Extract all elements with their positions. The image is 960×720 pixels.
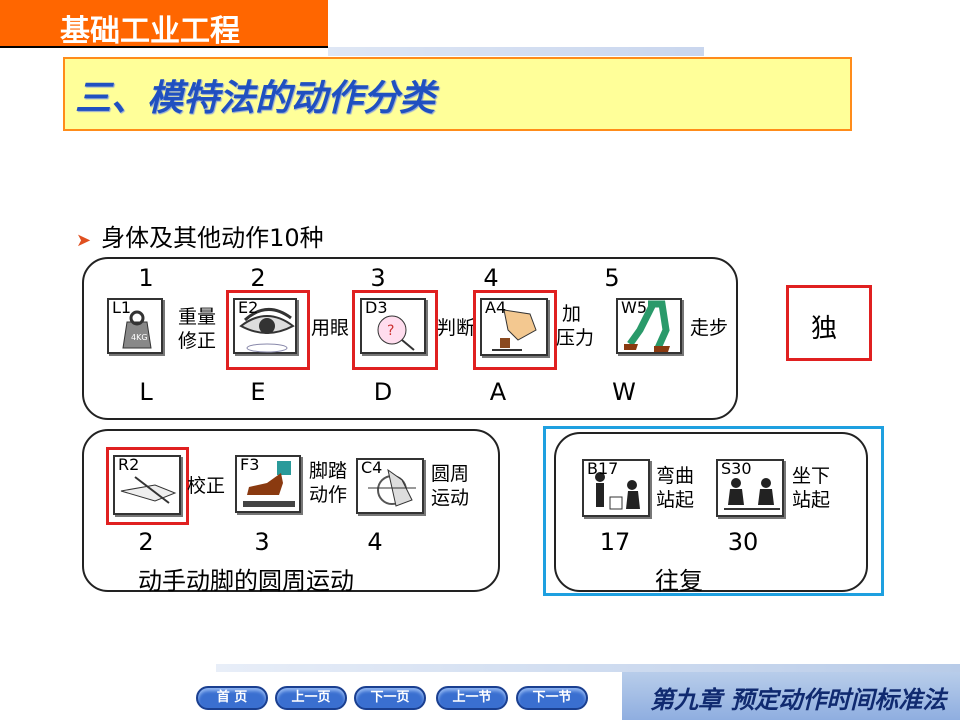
motion-letter: W (612, 378, 636, 406)
motion-number: 2 (250, 264, 266, 292)
motion-number: 4 (367, 528, 383, 556)
motion-letter: L (139, 378, 153, 406)
motion-number: 1 (138, 264, 154, 292)
highlight-frame (106, 447, 189, 525)
motion-number: 3 (370, 264, 386, 292)
thinking-head-icon: ? D3 (360, 298, 426, 354)
prev-page-button[interactable]: 上一页 (275, 686, 347, 710)
course-title-bar: 基础工业工程 (0, 0, 328, 49)
motion-code: C4 (361, 458, 383, 477)
bend-stand-icon: B17 (582, 459, 650, 517)
highlight-frame (226, 290, 310, 370)
motion-letter: D (373, 378, 393, 406)
prev-section-button[interactable]: 上一节 (436, 686, 508, 710)
crank-hand-icon: C4 (356, 458, 424, 514)
motion-code: F3 (240, 455, 260, 474)
walking-legs-icon: W5 (616, 298, 682, 354)
bullet-text: 身体及其他动作10种 (101, 224, 324, 252)
svg-text:?: ? (387, 323, 394, 339)
motion-label: 重量修正 (178, 306, 217, 352)
motion-label: 判断 (437, 317, 476, 339)
motion-letter: A (489, 378, 507, 406)
header-accent-bar (328, 47, 704, 56)
eye-icon: E2 (233, 298, 297, 354)
single-motion-label-box: 独 (786, 285, 872, 361)
group-caption: 往复 (655, 567, 703, 595)
motion-letter: E (250, 378, 266, 406)
footer-accent-bar (216, 664, 960, 672)
regrasp-hand-icon: R2 (113, 455, 181, 515)
bullet-line: ➤ 身体及其他动作10种 (76, 218, 324, 253)
motion-label: 圆周运动 (431, 463, 470, 509)
reciprocal-highlight-frame (543, 426, 884, 596)
motion-label: 走步 (690, 317, 729, 339)
motion-number: 3 (254, 528, 270, 556)
svg-text:4KG: 4KG (131, 333, 148, 342)
sit-stand-icon: S30 (716, 459, 784, 517)
motion-code: A4 (485, 298, 507, 317)
section-banner: 三、模特法的动作分类 (63, 57, 852, 131)
next-page-button[interactable]: 下一页 (354, 686, 426, 710)
bullet-arrow-icon: ➤ (76, 230, 92, 251)
motion-label: 加压力 (556, 303, 595, 349)
motion-code: S30 (721, 459, 752, 478)
motion-number: 4 (483, 264, 499, 292)
course-title: 基础工业工程 (60, 14, 240, 49)
motion-number: 30 (727, 528, 759, 556)
pressing-hand-icon: A4 (480, 298, 548, 356)
motion-label: 坐下站起 (792, 465, 831, 511)
foot-pedal-icon: F3 (235, 455, 301, 513)
highlight-frame (473, 290, 557, 370)
motion-number: 5 (604, 264, 620, 292)
motion-label: 校正 (187, 475, 226, 497)
section-title: 三、模特法的动作分类 (75, 78, 436, 119)
chapter-banner: 第九章 预定动作时间标准法 (622, 672, 960, 720)
highlight-frame (352, 290, 438, 370)
motion-code: W5 (621, 298, 647, 317)
motion-code: E2 (238, 298, 259, 317)
home-button[interactable]: 首 页 (196, 686, 268, 710)
motion-label: 弯曲站起 (656, 465, 695, 511)
motion-label: 用眼 (311, 317, 350, 339)
motion-code: B17 (587, 459, 619, 478)
motion-label: 脚踏动作 (309, 460, 348, 506)
next-section-button[interactable]: 下一节 (516, 686, 588, 710)
motion-code: R2 (118, 455, 140, 474)
motion-number: 2 (138, 528, 154, 556)
group-caption: 动手动脚的圆周运动 (138, 567, 354, 595)
chapter-title: 第九章 预定动作时间标准法 (650, 685, 947, 714)
single-motion-label: 独 (811, 314, 838, 344)
motion-code: L1 (112, 298, 132, 317)
weight-icon: 4KG L1 (107, 298, 163, 354)
motion-code: D3 (365, 298, 388, 317)
motion-number: 17 (599, 528, 631, 556)
